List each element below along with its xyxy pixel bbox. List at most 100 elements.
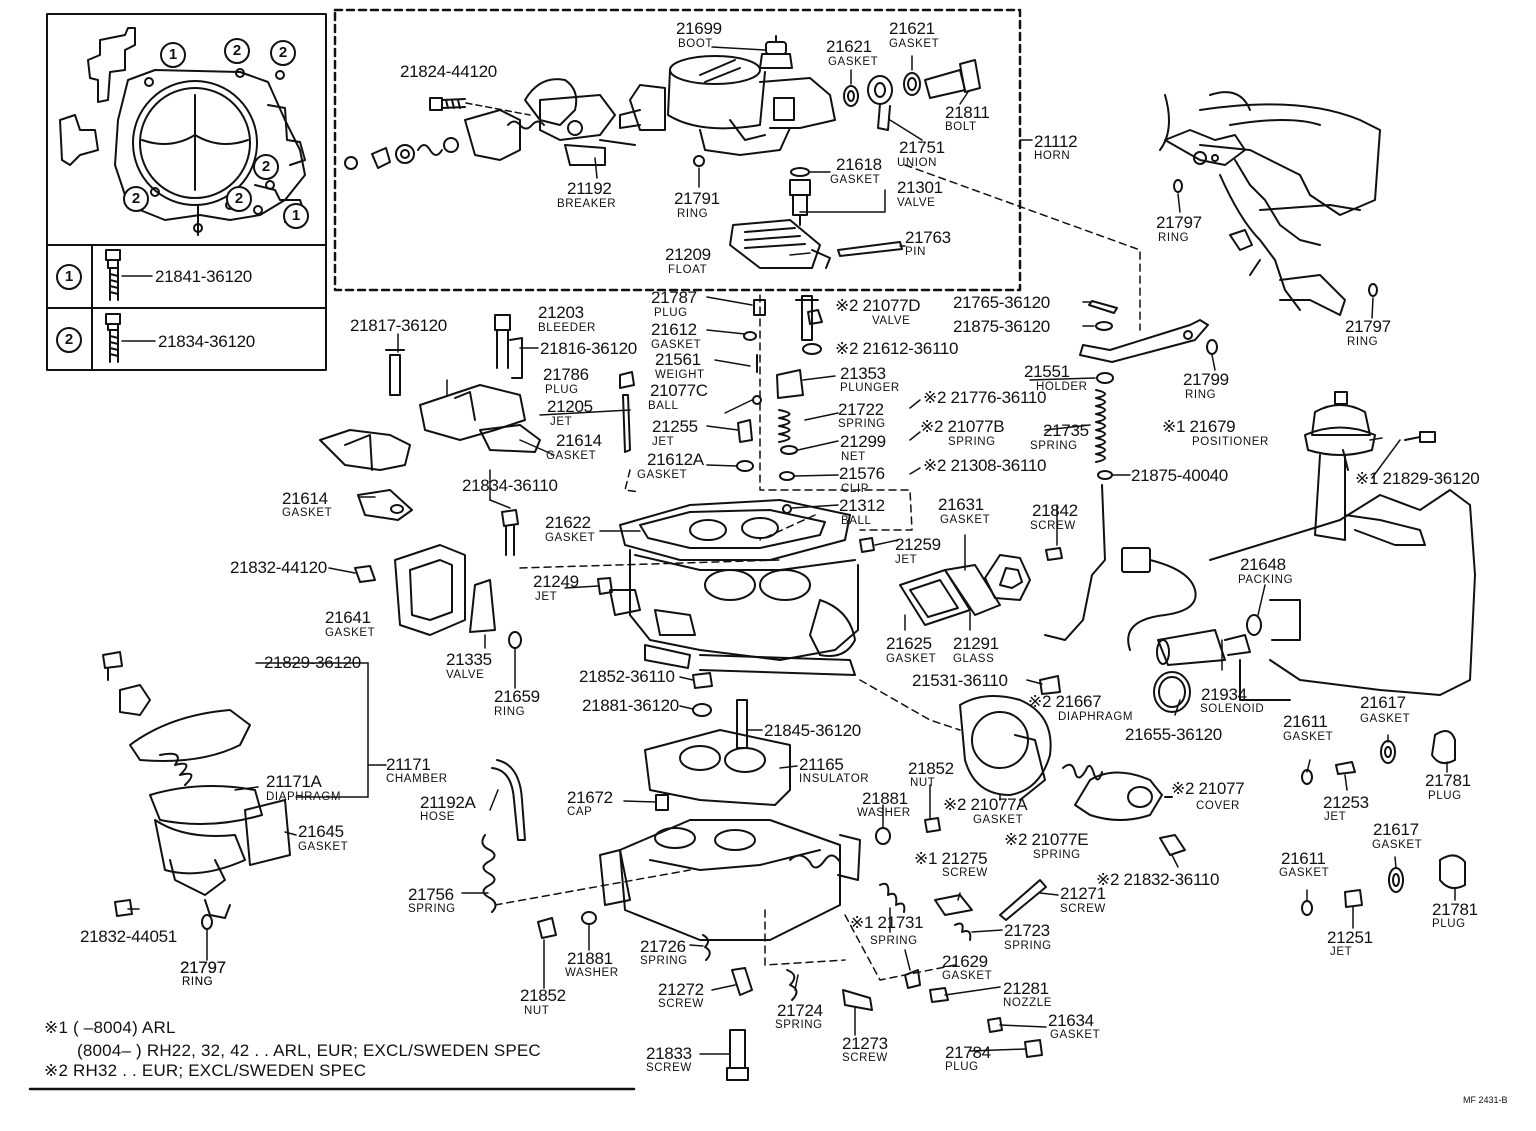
part-number: 21672 — [567, 788, 613, 807]
jets-left-drawing — [385, 314, 754, 472]
note-line-3: ※2 RH32 . . EUR; EXCL/SWEDEN SPEC — [44, 1061, 367, 1080]
glass-gaskets-drawing — [899, 547, 1063, 626]
part-description: BALL — [841, 515, 872, 527]
part-description: SPRING — [408, 903, 456, 915]
part-number: 21171A — [266, 772, 322, 791]
legend-inset-frame — [46, 13, 327, 371]
part-description: VALVE — [446, 669, 485, 681]
note-line-1: ※1 ( –8004) ARL — [44, 1018, 176, 1037]
legend-bolt-2 — [105, 313, 156, 363]
part-number: 21192 — [567, 179, 612, 198]
part-number: ※1 21275 — [914, 849, 988, 868]
part-description: CAP — [567, 806, 593, 818]
part-number: 21622 — [545, 513, 591, 532]
part-number: 21299 — [840, 432, 886, 451]
right-jets-plugs-drawing — [1159, 730, 1466, 916]
key-1-part-number: 21841-36120 — [155, 267, 252, 286]
part-number: ※1 21829-36120 — [1355, 469, 1480, 488]
part-number: 21611 — [1281, 849, 1326, 868]
part-description: RING — [1347, 336, 1379, 348]
part-description: GASKET — [889, 38, 940, 50]
part-number: ※2 21077E — [1004, 830, 1089, 849]
part-description: PLUG — [654, 307, 688, 319]
part-description: VALVE — [897, 197, 936, 209]
part-number: 21205 — [547, 397, 593, 416]
part-number: ※2 21077D — [835, 296, 921, 315]
part-description: BREAKER — [557, 198, 617, 210]
part-description: SCREW — [842, 1052, 888, 1064]
part-number: 21817-36120 — [350, 316, 447, 335]
float-drawing — [729, 219, 903, 269]
part-description: BLEEDER — [538, 322, 596, 334]
needle-valve-drawing — [693, 155, 811, 226]
part-number: 21251 — [1327, 928, 1373, 947]
part-number: 21845-36120 — [764, 721, 861, 740]
part-description: RING — [1158, 232, 1190, 244]
dashpot-bracket-drawing — [319, 384, 541, 521]
callout-circle-2: 2 — [253, 154, 279, 180]
part-description: HORN — [1034, 150, 1071, 162]
key-circle-2: 2 — [56, 327, 82, 353]
part-description: GASKET — [282, 507, 333, 519]
part-description: HOLDER — [1036, 381, 1088, 393]
part-number: 21249 — [533, 572, 579, 591]
part-description: NUT — [524, 1005, 550, 1017]
legend-bolt-1 — [105, 249, 153, 301]
union-bolt-drawing — [843, 59, 981, 131]
positioner-drawing — [1304, 391, 1436, 546]
part-number: 21786 — [543, 365, 589, 384]
part-number: 21312 — [839, 496, 885, 515]
part-description: GASKET — [1279, 867, 1330, 879]
carburetor-body-drawing — [609, 499, 859, 676]
part-description: PLUG — [945, 1061, 979, 1073]
solenoid-drawing — [1121, 547, 1262, 713]
bottom-parts-drawing — [537, 817, 1047, 1081]
part-number: 21787 — [651, 288, 697, 307]
part-number: 21659 — [494, 687, 540, 706]
part-description: INSULATOR — [799, 773, 870, 785]
part-number: 21832-44051 — [80, 927, 177, 946]
part-number: 21272 — [658, 980, 704, 999]
part-number: 21576 — [839, 464, 885, 483]
throttle-linkage-drawing — [1159, 91, 1381, 355]
part-description: NOZZLE — [1003, 997, 1052, 1009]
horn-leaders — [594, 46, 969, 256]
part-number: 21335 — [446, 650, 492, 669]
accelerator-pump-drawing — [743, 295, 823, 514]
part-number: 21259 — [895, 535, 941, 554]
part-number: 21881 — [567, 949, 613, 968]
part-description: VALVE — [872, 315, 911, 327]
part-number: 21648 — [1240, 555, 1286, 574]
part-number: 21634 — [1048, 1011, 1094, 1030]
part-description: JET — [535, 591, 558, 603]
boot-drawing — [759, 35, 793, 69]
part-description: WEIGHT — [655, 369, 705, 381]
part-description: BALL — [648, 400, 679, 412]
part-description: JET — [652, 436, 675, 448]
part-number: 21655-36120 — [1125, 725, 1222, 744]
part-number: 21281 — [1003, 979, 1049, 998]
part-number: 21829-36120 — [264, 653, 361, 672]
part-description: JET — [1330, 946, 1353, 958]
part-number: 21617 — [1360, 693, 1406, 712]
callout-circle-2: 2 — [224, 38, 250, 64]
part-description: GASKET — [1050, 1029, 1101, 1041]
part-number: 21797 — [1345, 317, 1391, 336]
chamber-bracket-lines — [255, 662, 387, 798]
part-description: GASKET — [1283, 731, 1334, 743]
part-description: JET — [550, 416, 573, 428]
part-number: 21834-36110 — [462, 476, 558, 495]
part-number: 21816-36120 — [540, 339, 637, 358]
part-number: 21273 — [842, 1034, 888, 1053]
part-number: ※2 21077A — [943, 795, 1028, 814]
part-description: PLUG — [545, 384, 579, 396]
part-description: PACKING — [1238, 574, 1294, 586]
part-description: DIAPHRAGM — [1058, 711, 1134, 723]
part-description: CLIP — [841, 483, 869, 495]
part-description: GASKET — [637, 469, 688, 481]
part-number: 21756 — [408, 885, 454, 904]
part-number: 21353 — [840, 364, 886, 383]
part-description: GASKET — [973, 814, 1024, 826]
part-number: 21875-40040 — [1131, 466, 1228, 485]
